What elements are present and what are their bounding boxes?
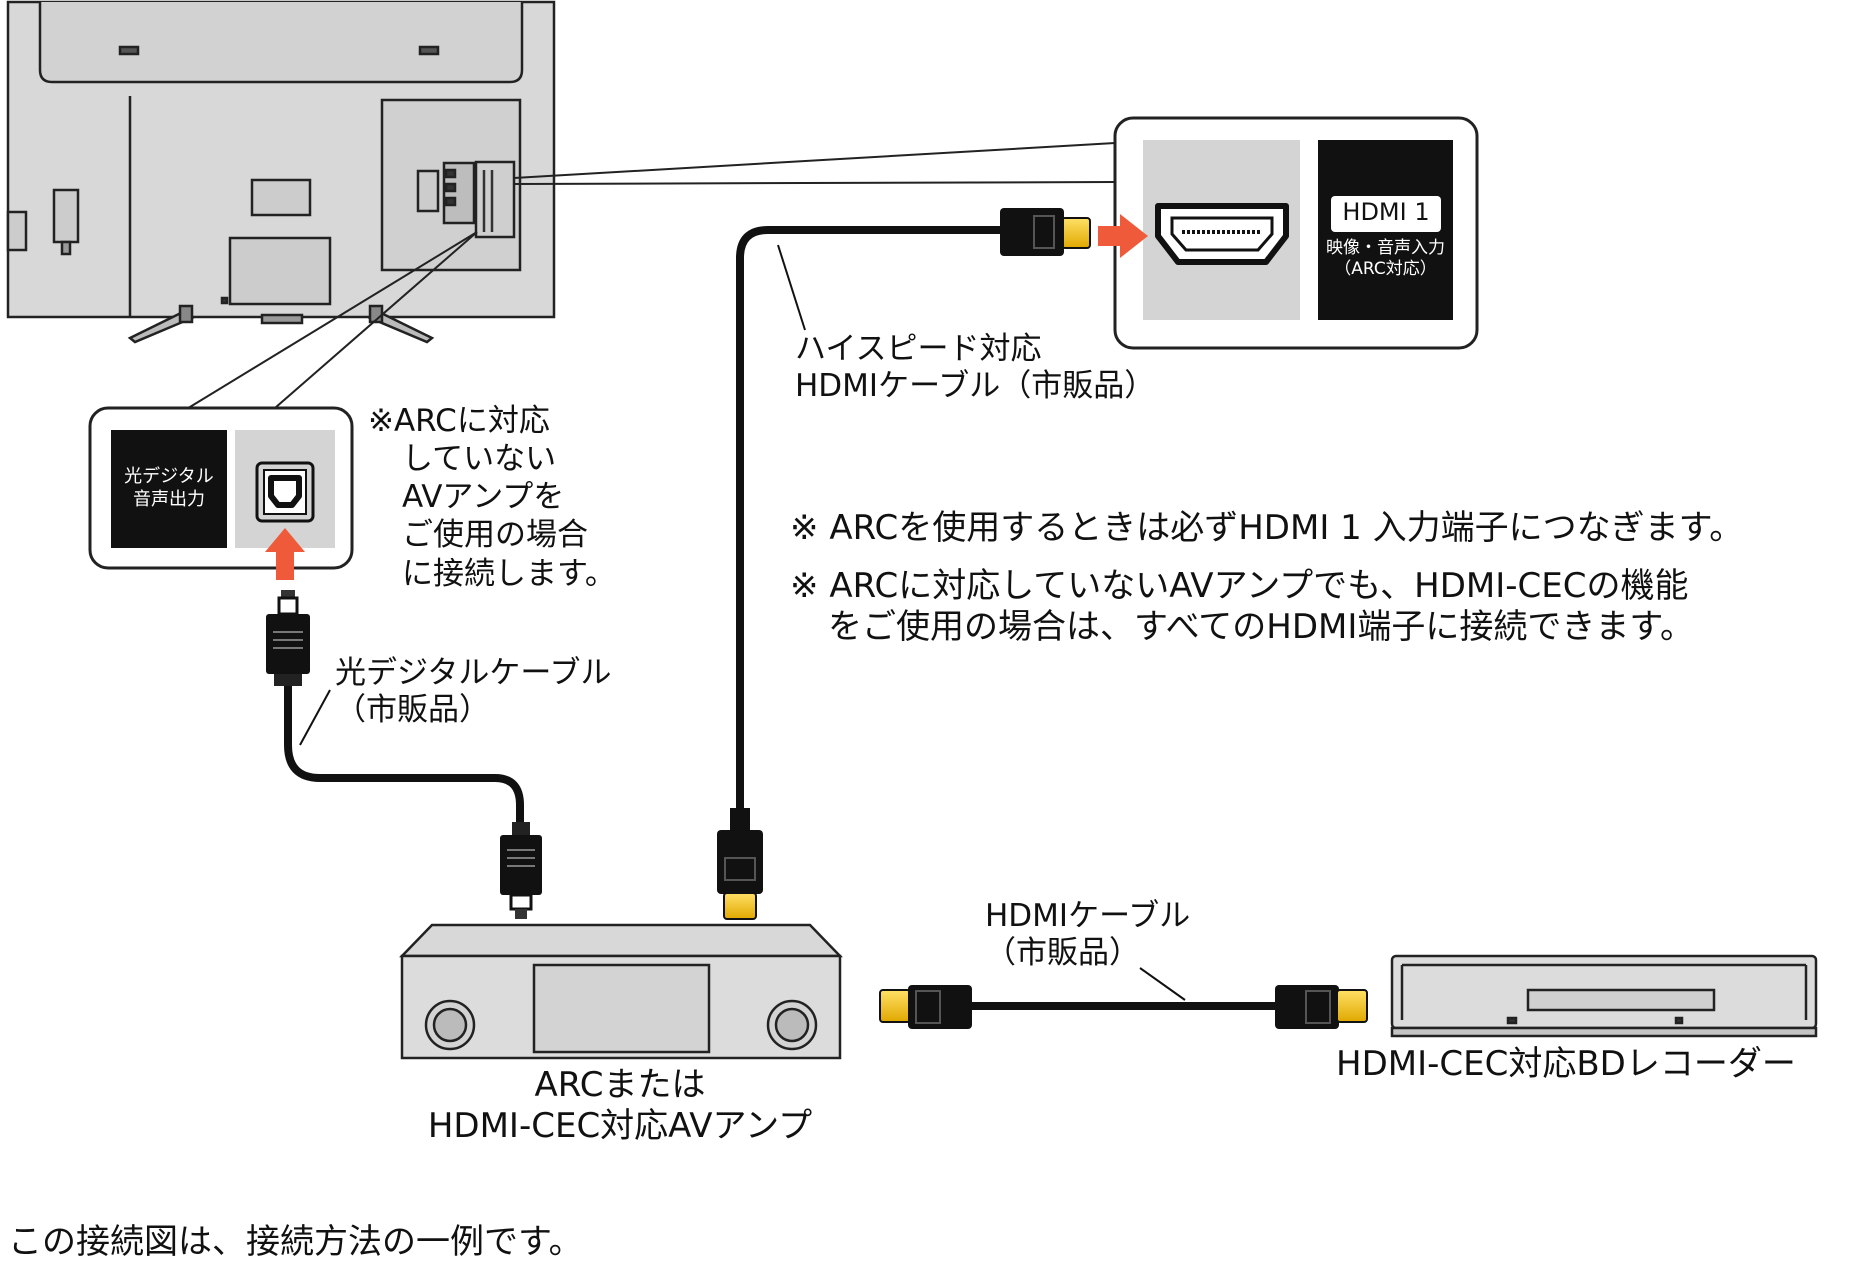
optical-cable-line1: 光デジタルケーブル — [335, 655, 612, 691]
right-arrow-icon — [1098, 214, 1148, 258]
hdmi-port-caption-line1: 映像・音声入力 — [1326, 238, 1445, 258]
hdmi-cable-label: HDMIケーブル （市販品） — [985, 898, 1190, 972]
optical-cable-line2: （市販品） — [335, 692, 490, 729]
arc-note-line5: に接続します。 — [402, 555, 616, 592]
note-1-mark: ※ — [790, 508, 819, 548]
high-speed-hdmi-cable-label: ハイスピード対応 HDMIケーブル（市販品） — [795, 331, 1155, 405]
optical-cable — [266, 590, 542, 919]
arc-note-line3: AVアンプを — [402, 479, 565, 516]
arc-note-line4: ご使用の場合 — [402, 517, 588, 554]
av-amp-line2: HDMI-CEC対応AVアンプ — [427, 1105, 813, 1146]
high-speed-hdmi-line2: HDMIケーブル（市販品） — [795, 368, 1156, 405]
hdmi-port-caption-line2: （ARC対応） — [1334, 259, 1437, 280]
callout-lines — [184, 142, 1116, 429]
av-amp-label: ARCまたは HDMI-CEC対応AVアンプ — [380, 1065, 860, 1147]
high-speed-hdmi-line1: ハイスピード対応 — [795, 331, 1042, 367]
note-2: ※ ARCに対応していないAVアンプでも、HDMI-CECの機能 をご使用の場合… — [790, 566, 1694, 648]
optical-port-name-line1: 光デジタル — [124, 466, 214, 487]
high-speed-hdmi-cable — [717, 208, 1091, 920]
hdmi-port-icon — [1155, 203, 1289, 265]
av-amp-line1: ARCまたは — [534, 1065, 706, 1105]
note-2-text-line2: をご使用の場合は、すべてのHDMI端子に接続できます。 — [828, 606, 1694, 647]
hdmi-cable-line2: （市販品） — [985, 935, 1140, 972]
optical-port-name: 光デジタル 音声出力 — [111, 466, 227, 511]
optical-port-icon — [255, 461, 315, 523]
note-1-text: ARCを使用するときは必ずHDMI 1 入力端子につなぎます。 — [829, 508, 1744, 548]
arc-note-line1: ※ARCに対応 — [368, 403, 550, 439]
av-amplifier-icon — [399, 923, 843, 1060]
footer-caption: この接続図は、接続方法の一例です。 — [8, 1222, 583, 1262]
tv-rear-icon — [6, 0, 556, 344]
optical-port-name-line2: 音声出力 — [133, 488, 205, 510]
bd-recorder-label: HDMI-CEC対応BDレコーダー — [1336, 1044, 1796, 1084]
up-arrow-icon — [265, 528, 305, 580]
hdmi-cable-line1: HDMIケーブル — [985, 898, 1191, 934]
hdmi-port-caption: 映像・音声入力 （ARC対応） — [1318, 238, 1453, 281]
arc-note-line2: していない — [402, 441, 557, 478]
note-2-mark: ※ — [790, 566, 819, 606]
optical-port-panel — [88, 406, 354, 580]
optical-cable-label: 光デジタルケーブル （市販品） — [335, 655, 612, 729]
note-2-text-line1: ARCに対応していないAVアンプでも、HDMI-CECの機能 — [829, 566, 1689, 606]
note-1: ※ ARCを使用するときは必ずHDMI 1 入力端子につなぎます。 — [790, 508, 1743, 549]
bd-recorder-icon — [1390, 954, 1818, 1038]
arc-note: ※ARCに対応 していない AVアンプを ご使用の場合 に接続します。 — [368, 402, 616, 593]
hdmi-port-name: HDMI 1 — [1342, 198, 1430, 226]
hdmi-cable — [879, 967, 1368, 1029]
hdmi-port-panel — [1098, 116, 1479, 350]
